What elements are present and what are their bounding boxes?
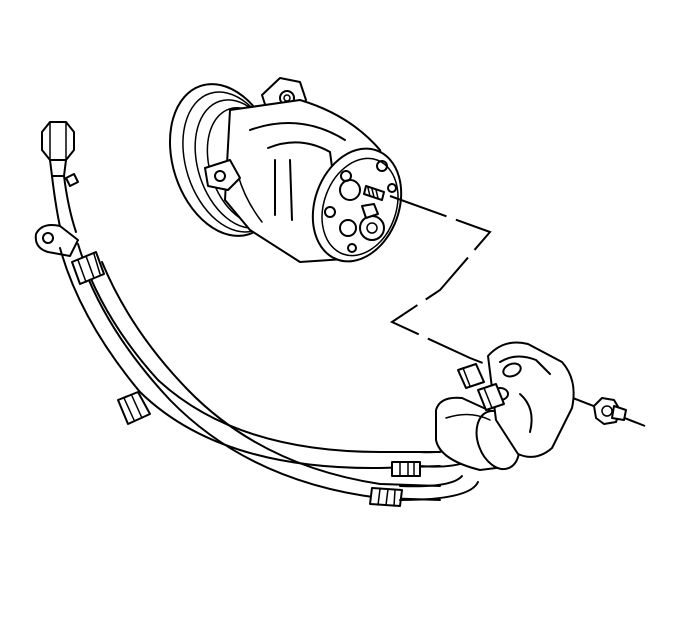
hose-crimp-collars-upper [71, 251, 105, 285]
hose-crimp-collars-middle [117, 391, 151, 425]
manifold-block [457, 341, 575, 458]
hose-line-2 [83, 261, 441, 501]
ac-compressor [168, 77, 403, 263]
mounting-bracket-tab [34, 224, 79, 257]
hose-line-1 [59, 243, 441, 470]
hose-assembly [34, 121, 487, 507]
hose-crimp-collars-lower [369, 461, 421, 507]
retaining-nut [593, 397, 627, 425]
compressor-rear-head [311, 147, 403, 263]
flare-fitting-nut [41, 121, 75, 177]
